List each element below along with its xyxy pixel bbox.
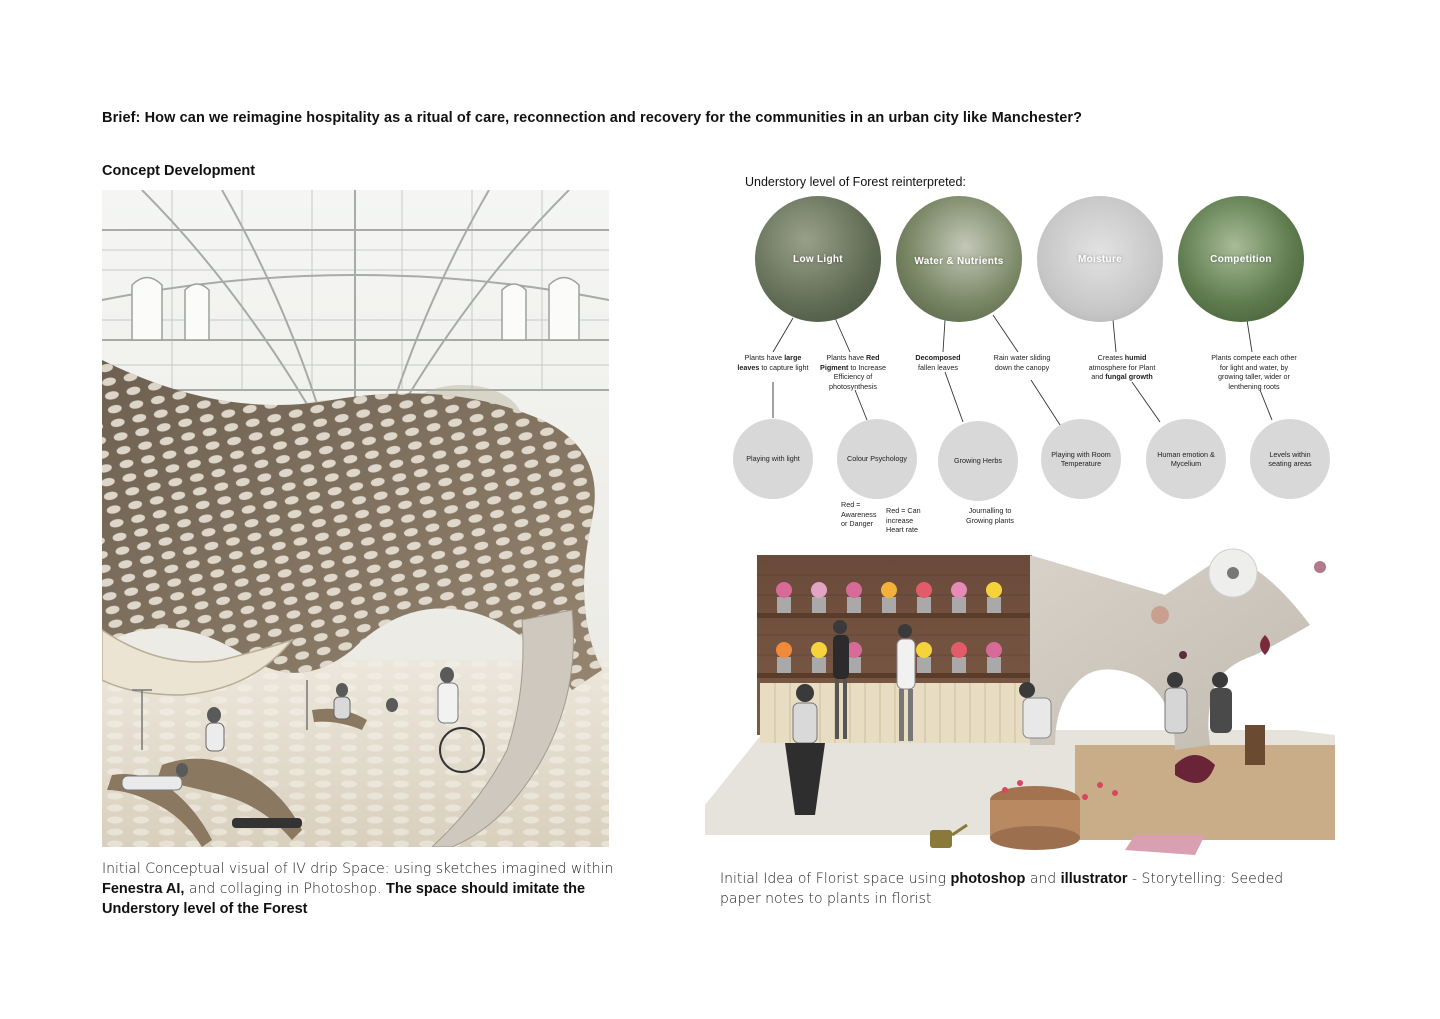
left-caption-bold2: The space should imitate the Understory … xyxy=(102,881,586,917)
note-decomposed: Decomposed fallen leaves xyxy=(906,353,970,372)
line-n4-temp xyxy=(1030,379,1063,429)
right-caption-bold2: illustrator xyxy=(1060,871,1128,887)
note-humid-pre: Creates xyxy=(1097,353,1125,362)
line-lowlight-n1 xyxy=(772,317,794,353)
circle-low-light-label: Low Light xyxy=(793,254,843,265)
circle-moisture-label: Moisture xyxy=(1077,254,1123,265)
concept-development-heading: Concept Development xyxy=(102,163,256,179)
circle-room-temperature: Playing with Room Temperature xyxy=(1041,419,1121,499)
line-moisture-n5 xyxy=(1112,319,1117,353)
circle-competition-label: Competition xyxy=(1210,254,1272,265)
note-large-leaves: Plants have large leaves to capture ligh… xyxy=(737,353,809,372)
right-visual-caption: Initial Idea of Florist space using phot… xyxy=(720,869,1320,909)
florist-space-visual xyxy=(705,535,1355,870)
circle-competition: Competition xyxy=(1178,196,1304,322)
note-red-pigment-pre: Plants have xyxy=(826,353,866,362)
line-n5-mycelium xyxy=(1131,381,1161,423)
note-large-leaves-pre: Plants have xyxy=(744,353,785,362)
left-caption-part2: and collaging in Photoshop. xyxy=(184,881,387,897)
note-large-leaves-post: to capture light xyxy=(759,362,809,372)
line-water-n3 xyxy=(942,319,946,353)
circle-water-nutrients-label: Water & Nutrients xyxy=(914,256,1004,267)
right-caption-bold1: photoshop xyxy=(950,871,1026,887)
right-caption-part3: - Storytelling: Seeded paper notes to pl… xyxy=(720,871,1284,907)
note-red-pigment-bold: Red Pigment xyxy=(820,353,880,372)
note-red-pigment: Plants have Red Pigment to Increase Effi… xyxy=(817,353,889,391)
right-caption-part1: Initial Idea of Florist space using xyxy=(720,871,951,887)
connector-lines xyxy=(772,314,1273,429)
note-rain-water: Rain water sliding down the canopy xyxy=(993,353,1051,372)
line-n3-herbs xyxy=(944,371,964,423)
note-journalling: Journalling to Growing plants xyxy=(966,506,1014,525)
circle-levels-seating: Levels within seating areas xyxy=(1250,419,1330,499)
note-decomposed-bold: Decomposed xyxy=(915,353,961,362)
line-water-n4 xyxy=(992,314,1019,353)
note-humid-mid: atmosphere for Plant and xyxy=(1088,362,1156,382)
understory-diagram xyxy=(700,190,1360,550)
note-compete: Plants compete each other for light and … xyxy=(1211,353,1297,391)
line-n6-levels xyxy=(1259,389,1273,421)
circle-playing-with-light: Playing with light xyxy=(733,419,813,499)
iv-drip-space-visual xyxy=(102,190,609,847)
note-red-pigment-post: to Increase Efficiency of photosynthesis xyxy=(829,362,886,391)
brief-text: Brief: How can we reimagine hospitality … xyxy=(102,110,1083,126)
right-caption-part2: and xyxy=(1025,871,1061,887)
line-n2-colour xyxy=(854,389,868,421)
circle-water-nutrients: Water & Nutrients xyxy=(896,196,1022,322)
left-caption-part1: Initial Conceptual visual of IV drip Spa… xyxy=(102,861,614,877)
note-humid-bold: humid xyxy=(1124,353,1147,362)
circle-growing-herbs: Growing Herbs xyxy=(938,421,1018,501)
note-humid-bold2: fungal growth xyxy=(1105,372,1153,381)
left-visual-caption: Initial Conceptual visual of IV drip Spa… xyxy=(102,859,622,919)
note-decomposed-post: fallen leaves xyxy=(918,362,958,372)
understory-title: Understory level of Forest reinterpreted… xyxy=(745,175,966,189)
note-red-awareness: Red = Awareness or Danger xyxy=(841,500,877,528)
circle-colour-psychology: Colour Psychology xyxy=(837,419,917,499)
circle-human-emotion-mycelium: Human emotion & Mycelium xyxy=(1146,419,1226,499)
note-large-leaves-bold: large leaves xyxy=(737,353,802,372)
line-competition-n6 xyxy=(1246,319,1253,353)
circle-low-light: Low Light xyxy=(755,196,881,322)
line-lowlight-n2 xyxy=(834,317,851,353)
note-humid: Creates humid atmosphere for Plant and f… xyxy=(1083,353,1161,382)
circle-moisture: Moisture xyxy=(1037,196,1163,322)
left-caption-bold1: Fenestra AI, xyxy=(102,881,185,897)
note-red-heart-rate: Red = Can increase Heart rate xyxy=(886,506,921,534)
